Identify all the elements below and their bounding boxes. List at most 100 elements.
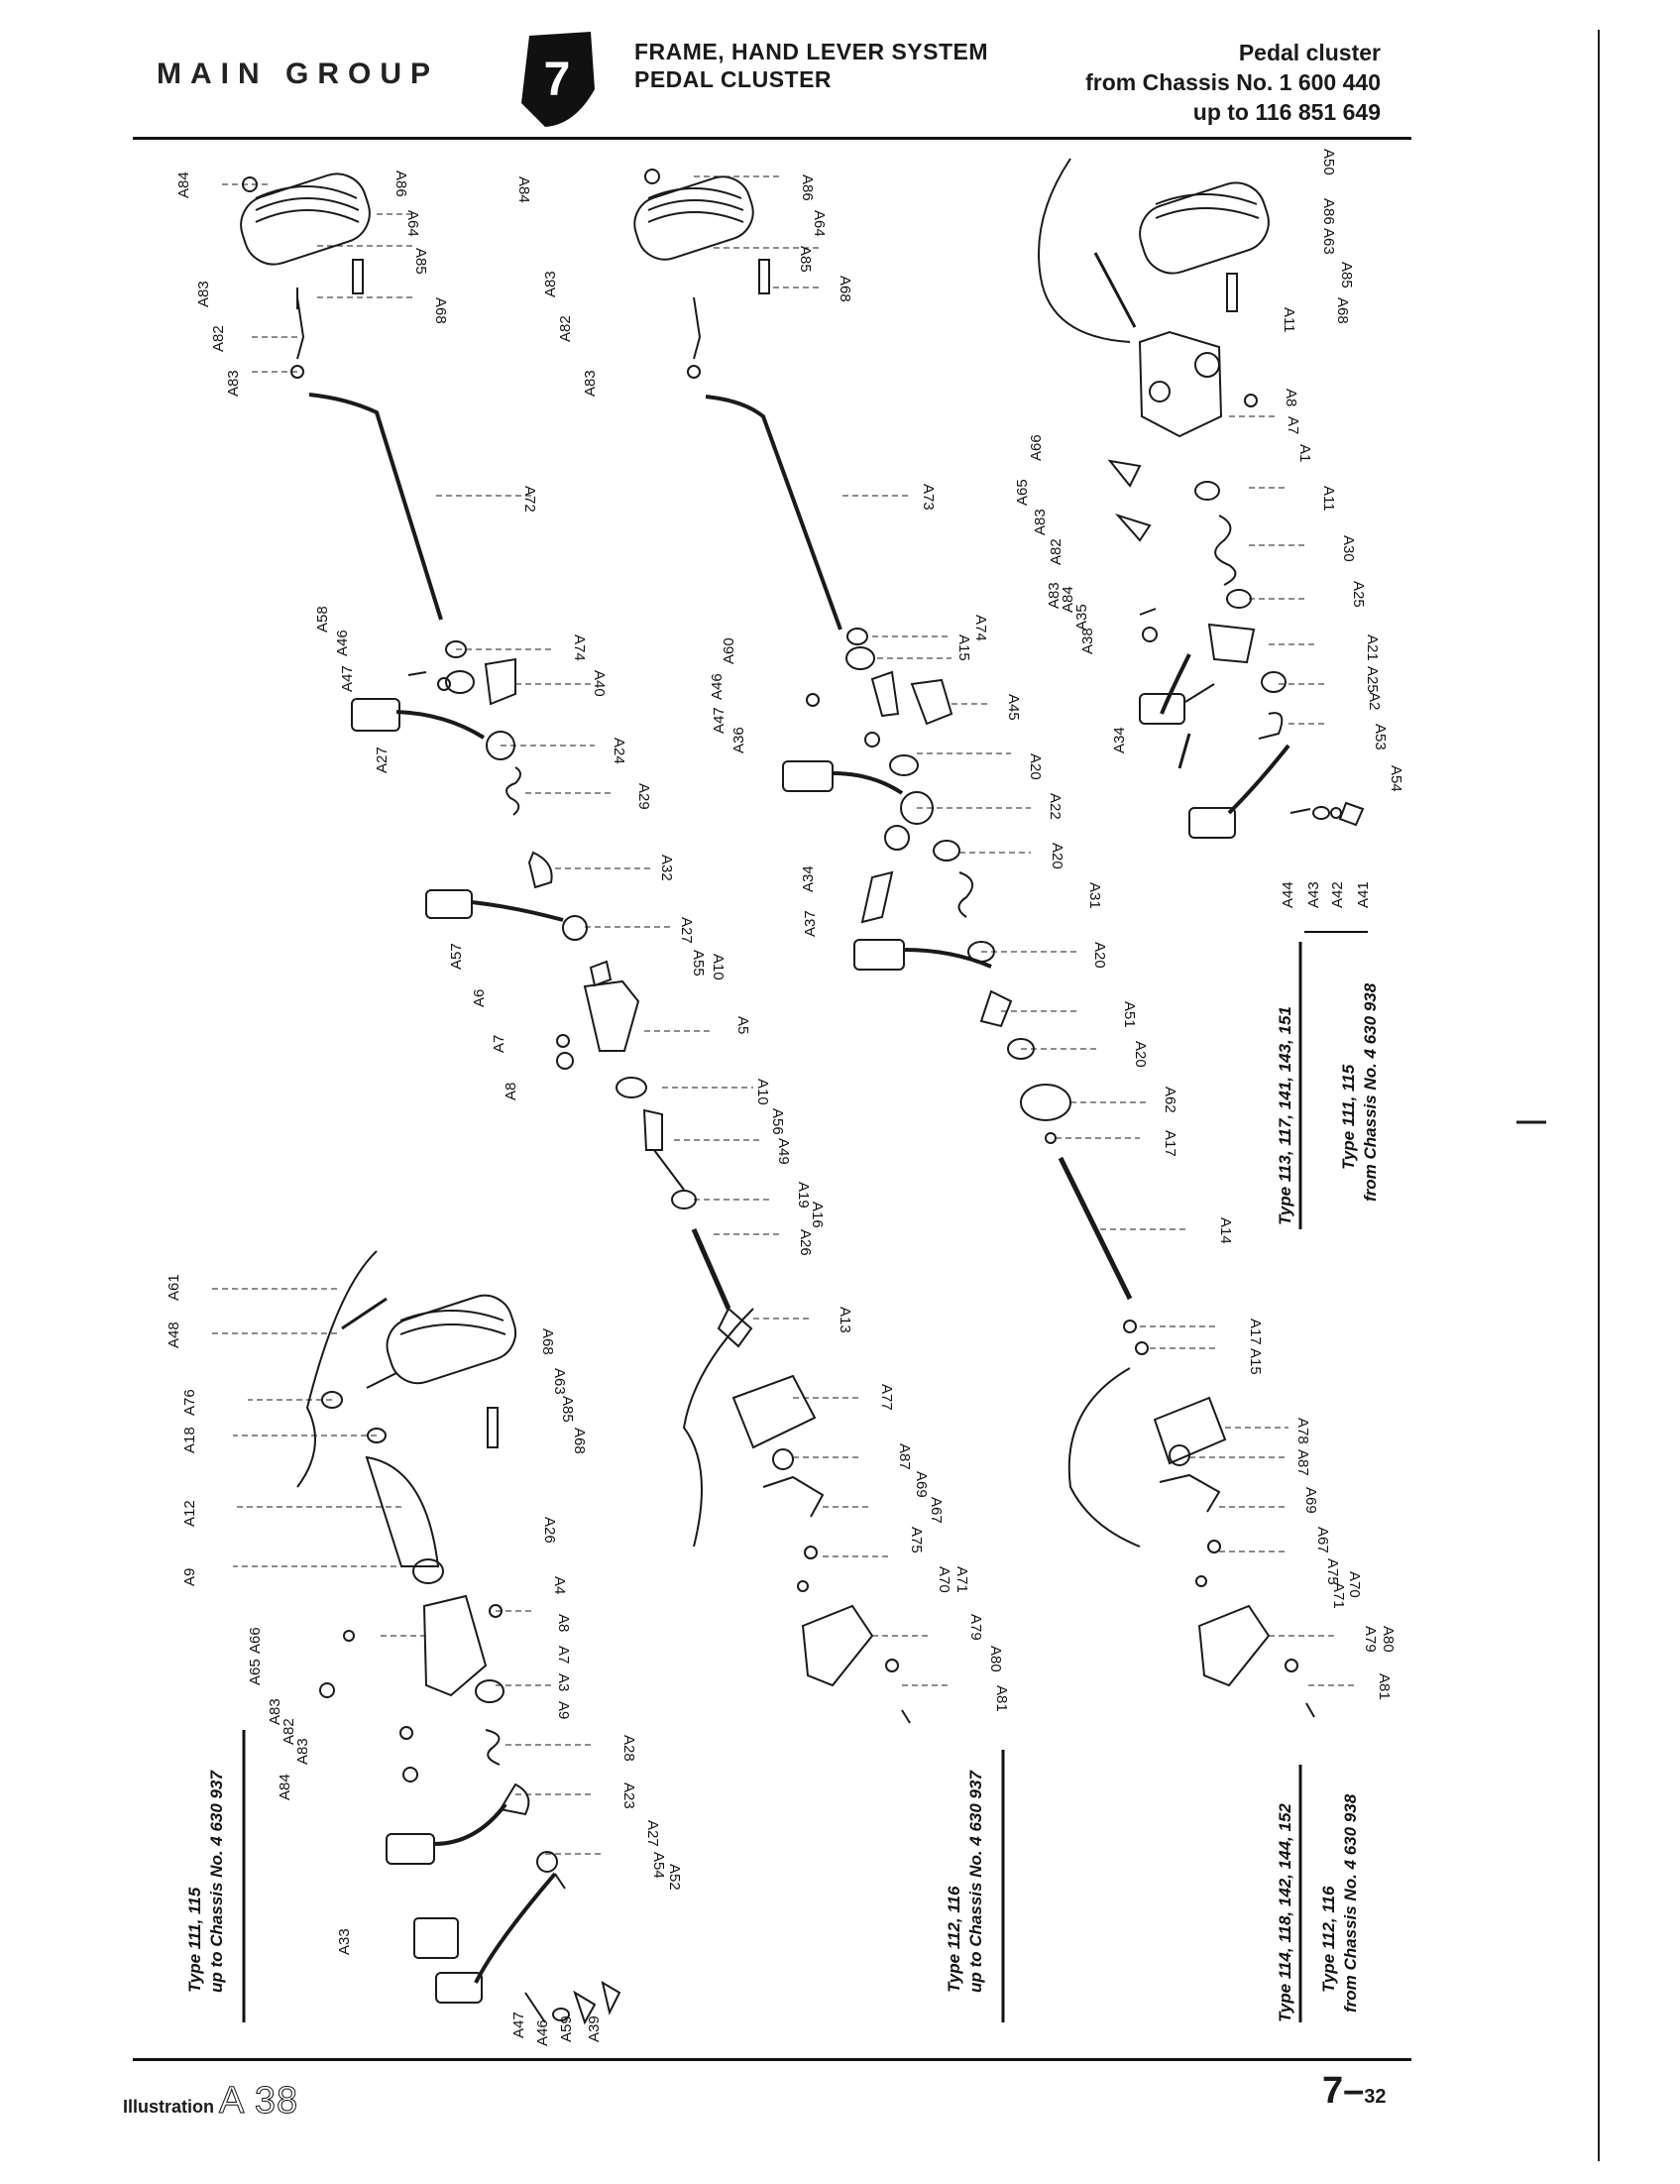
- callout: A58: [314, 606, 331, 632]
- callout: A83: [294, 1738, 311, 1765]
- part-a34: [860, 870, 894, 924]
- callout: A70: [936, 1566, 952, 1593]
- callout: A26: [541, 1517, 558, 1544]
- callout: A18: [181, 1427, 198, 1453]
- callout: A7: [555, 1646, 572, 1664]
- accelerator-pedal-3: [1139, 181, 1270, 275]
- callout: A8: [555, 1614, 572, 1632]
- callout: A87: [896, 1443, 913, 1470]
- callout: A32: [658, 855, 675, 881]
- callout: A83: [1046, 582, 1063, 609]
- callout: A67: [928, 1497, 945, 1524]
- callout: A34: [800, 865, 817, 892]
- callout: A8: [1283, 389, 1299, 406]
- callout: A8: [503, 1083, 519, 1100]
- pedal-pad-4a: [386, 1833, 435, 1865]
- header-right-line3: up to 116 851 649: [1192, 99, 1381, 125]
- callout: A20: [1049, 843, 1065, 869]
- assembly-lower-left: [296, 1250, 621, 2025]
- lever-a23: [499, 1782, 530, 1816]
- callout: A46: [534, 2019, 551, 2046]
- bracket-a40: [484, 657, 516, 706]
- callout: A85: [559, 1396, 576, 1423]
- callout: A41: [1355, 881, 1372, 908]
- callout: A29: [635, 783, 652, 810]
- callout: A82: [210, 325, 227, 352]
- callout: A84: [1060, 586, 1076, 613]
- callout: A79: [967, 1614, 984, 1641]
- callout: A20: [1091, 942, 1108, 969]
- callout: A70: [1346, 1571, 1363, 1598]
- callout: A86: [392, 171, 409, 197]
- callout: A50: [1320, 149, 1337, 175]
- footer-rule: [133, 2058, 1411, 2061]
- assembly-lower-middle: [682, 1308, 911, 1724]
- housing-a3: [422, 1594, 488, 1697]
- type-label-4: Type 114, 118, 142, 144, 152 Type 112, 1…: [1276, 1765, 1360, 2022]
- callout: A10: [754, 1079, 771, 1105]
- callout: A82: [280, 1718, 297, 1745]
- callout: A78: [1294, 1418, 1311, 1444]
- callout: A85: [412, 248, 429, 275]
- illustration-caption: Illustration A 38: [123, 2080, 298, 2123]
- type-label-1-line2: up to Chassis No. 4 630 937: [207, 1770, 226, 1993]
- shaft-a14: [1058, 1156, 1133, 1301]
- callout: A68: [1334, 297, 1351, 324]
- header-right-line1: Pedal cluster: [1238, 40, 1381, 65]
- type-label-3-line2: Type 111, 115: [1339, 1064, 1358, 1170]
- header-title-line1: FRAME, HAND LEVER SYSTEM: [634, 39, 989, 64]
- callout: A80: [987, 1646, 1004, 1672]
- callout: A19: [795, 1182, 812, 1208]
- callout: A68: [432, 297, 449, 324]
- callout: A63: [1320, 228, 1337, 255]
- shaft-a13: [717, 1307, 753, 1348]
- pedal-pad-3a: [1139, 693, 1185, 725]
- callout: A28: [620, 1735, 637, 1762]
- flange-a77: [731, 1374, 817, 1449]
- callout: A79: [1362, 1626, 1379, 1653]
- brake-pedal-pad: [853, 939, 905, 971]
- callout: A6: [471, 989, 488, 1007]
- callout: A51: [1121, 1001, 1138, 1028]
- callout: A2: [1366, 692, 1383, 710]
- callout: A11: [1281, 307, 1297, 333]
- callout: A25: [1364, 666, 1381, 693]
- callout: A10: [710, 954, 727, 980]
- callout: A83: [542, 271, 559, 297]
- callout: A47: [339, 665, 356, 692]
- group-number: 7: [544, 54, 571, 106]
- header-title: FRAME, HAND LEVER SYSTEM PEDAL CLUSTER: [634, 38, 988, 93]
- pedal-pad-a57: [425, 889, 473, 919]
- callout: A81: [1376, 1673, 1393, 1700]
- callout: A75: [1324, 1558, 1341, 1585]
- callout: A27: [374, 747, 391, 773]
- callout: A27: [678, 917, 695, 944]
- callout: A60: [721, 637, 737, 664]
- callout: A63: [551, 1368, 568, 1395]
- callout: A35: [1073, 604, 1090, 631]
- type-label-3: Type 113, 117, 141, 143, 151 Type 111, 1…: [1276, 931, 1380, 1229]
- main-group-label: MAIN GROUP: [157, 57, 439, 90]
- callout: A74: [571, 634, 588, 661]
- callout: A75: [908, 1527, 925, 1553]
- pedal-stop-a79-b: [1197, 1604, 1271, 1687]
- callout: A9: [555, 1701, 572, 1719]
- callout: A47: [711, 707, 728, 734]
- callout: A67: [1314, 1527, 1331, 1553]
- housing-a1: [1138, 330, 1223, 438]
- callout: A68: [539, 1328, 556, 1355]
- callout: A21: [1364, 634, 1381, 661]
- callout: A84: [515, 176, 532, 203]
- callout: A37: [802, 910, 819, 937]
- accelerator-pedal-1: [240, 172, 371, 266]
- callout: A65: [247, 1659, 264, 1685]
- callout: A5: [734, 1016, 751, 1034]
- callout: A76: [181, 1389, 198, 1416]
- type-label-2-line1: Type 112, 116: [945, 1886, 963, 1993]
- callout: A55: [690, 950, 707, 977]
- callout: A68: [571, 1428, 588, 1454]
- callout: A46: [709, 673, 726, 700]
- callout: A16: [809, 1202, 826, 1228]
- accelerator-pedal-2: [633, 175, 754, 261]
- callout: A87: [1294, 1449, 1311, 1476]
